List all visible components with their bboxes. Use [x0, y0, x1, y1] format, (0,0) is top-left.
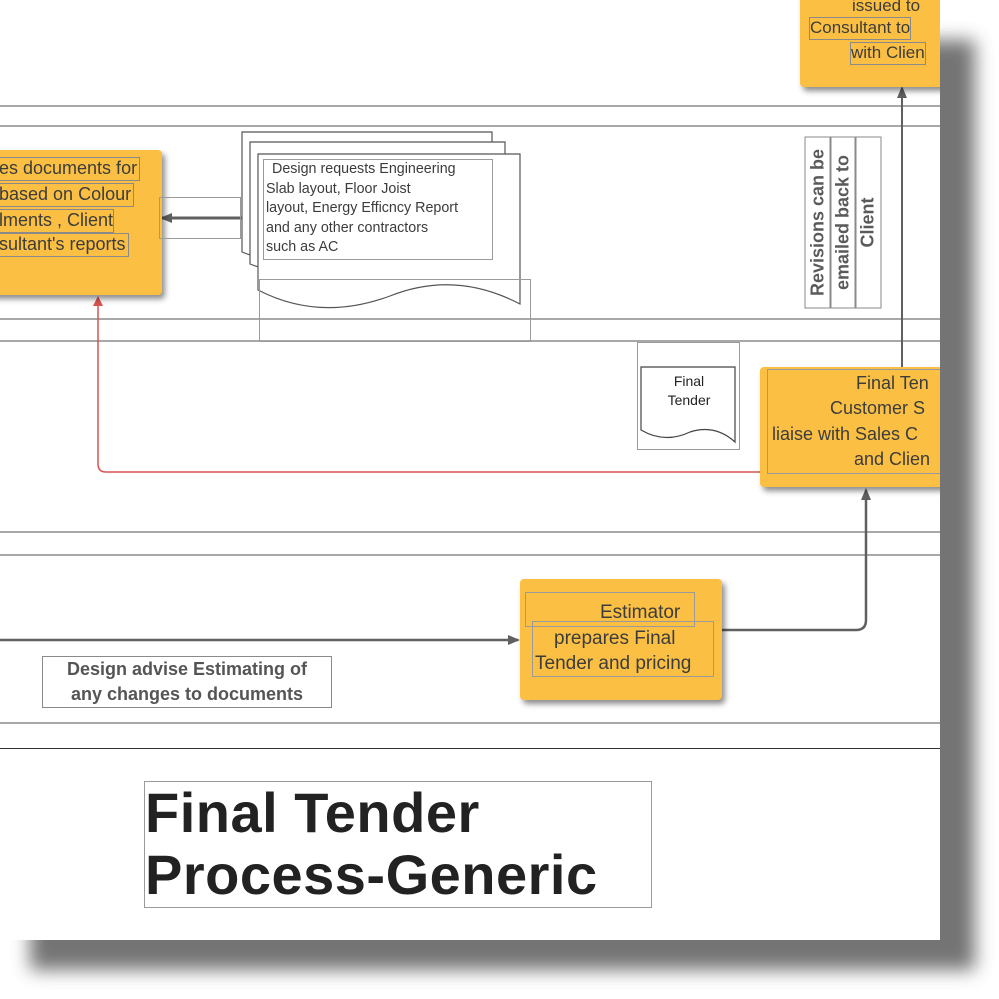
issued-line-3: with Clien: [850, 42, 926, 65]
customer-line-3: liaise with Sales C: [772, 424, 919, 444]
estimator-line-3: Tender and pricing: [535, 653, 692, 674]
prepares-line-1: es documents for: [0, 157, 141, 181]
task-design-prepares-documents[interactable]: [0, 150, 162, 295]
connector-layer: [0, 86, 907, 645]
engineering-line-4: and any other contractors: [266, 219, 429, 236]
diagram-page: issued to Consultant to with Clien es do…: [0, 0, 940, 908]
engineering-document-stack: [241, 131, 521, 309]
title-line-2: Process-Generic: [145, 843, 598, 906]
document-label-frame: [259, 279, 531, 342]
final-tender-doc-text: Final Tender: [660, 372, 718, 410]
engineering-line-5: such as AC: [266, 239, 339, 256]
page-title: Final Tender Process-Generic: [144, 781, 652, 908]
estimator-line-1: Estimator: [600, 602, 681, 623]
revisions-line-2: emailed back to: [830, 130, 856, 315]
connector-return-revisions: [93, 296, 760, 473]
task-estimator-final-tender[interactable]: [520, 579, 722, 700]
lane-divider: [0, 531, 940, 533]
connector-label-frame: [159, 197, 241, 239]
issued-line-2: Consultant to: [808, 17, 912, 40]
lane-divider: [0, 722, 940, 724]
customer-line-4: and Clien: [854, 449, 931, 469]
task-customer-service-final-tender[interactable]: [760, 367, 940, 487]
title-divider: [0, 748, 940, 749]
advise-line-1: Design advise Estimating of: [66, 659, 308, 679]
lane-divider: [0, 105, 940, 107]
estimator-text-frame: [532, 621, 714, 677]
design-advise-label: Design advise Estimating of any changes …: [42, 656, 332, 708]
lane-divider: [0, 318, 940, 320]
lane-divider: [0, 340, 940, 342]
final-tender-line-1: Final: [673, 373, 705, 389]
advise-line-2: any changes to documents: [70, 684, 304, 704]
customer-text-frame: [767, 369, 940, 474]
issued-line-1: issued to: [852, 0, 921, 15]
engineering-line-1: Design requests Engineering: [272, 161, 456, 177]
lane-divider: [0, 125, 940, 127]
customer-line-1: Final Ten: [856, 373, 929, 393]
revisions-line-1: Revisions can be: [805, 130, 831, 315]
prepares-line-3: lments , Client: [0, 209, 115, 233]
engineering-line-3: layout, Energy Efficncy Report: [266, 200, 459, 217]
engineering-request-text: Design requests Engineering Slab layout,…: [263, 159, 493, 260]
customer-line-2: Customer S: [830, 398, 926, 418]
estimator-line-2: prepares Final: [554, 628, 676, 649]
engineering-line-2: Slab layout, Floor Joist: [266, 180, 411, 197]
final-tender-document: [640, 366, 736, 444]
lane-divider: [0, 554, 940, 556]
revisions-line-3: Client: [855, 130, 881, 315]
connector-estimator-to-customer: [718, 488, 871, 632]
prepares-line-4: sultant's reports: [0, 233, 129, 257]
prepares-line-2: based on Colour: [0, 183, 135, 207]
title-line-1: Final Tender: [145, 781, 480, 844]
final-tender-line-2: Tender: [667, 392, 711, 408]
task-issued-to-consultant[interactable]: [800, 0, 940, 87]
